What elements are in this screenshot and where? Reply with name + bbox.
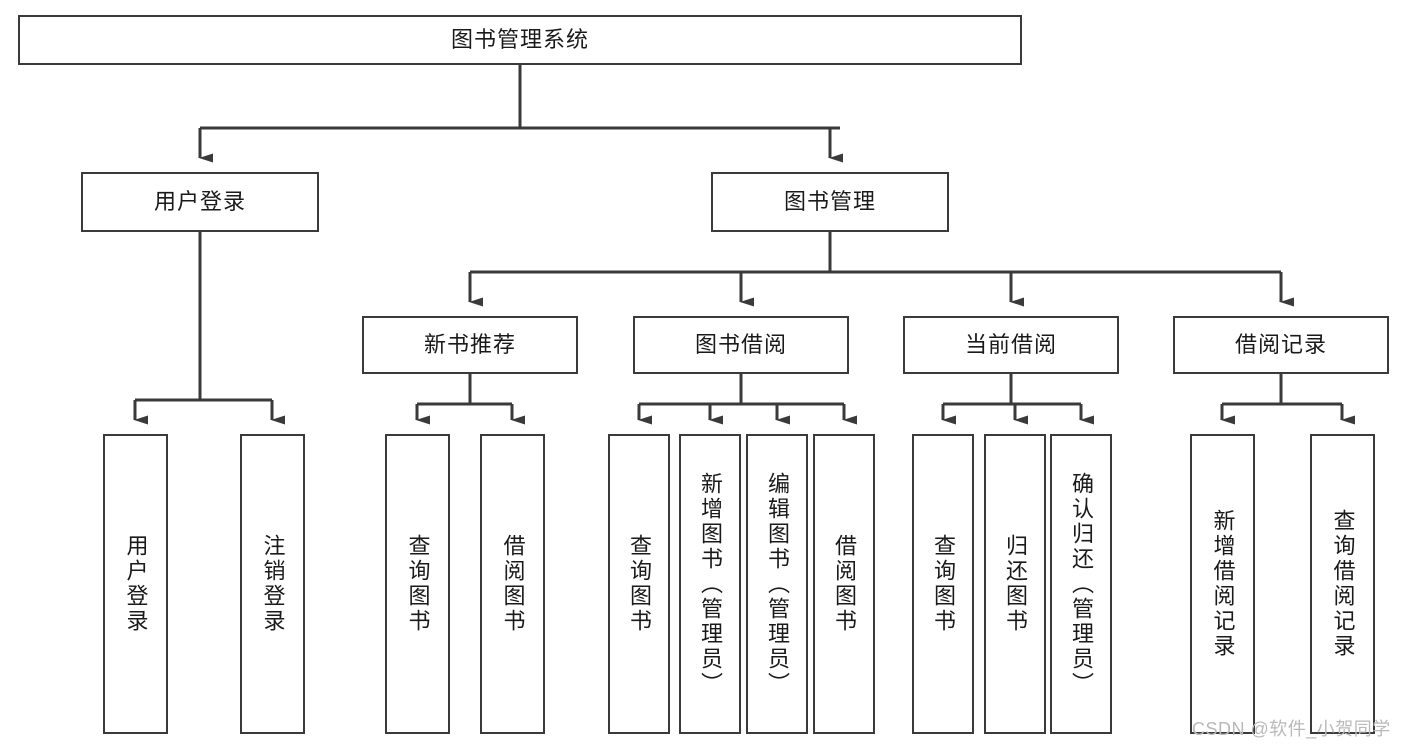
node-leaf-borrow-book-1[interactable]: 借阅图书 (480, 434, 545, 734)
node-leaf-add-book-label: 新增图书（管理员） (698, 471, 723, 697)
node-leaf-add-record[interactable]: 新增借阅记录 (1190, 434, 1255, 734)
node-leaf-query-record[interactable]: 查询借阅记录 (1310, 434, 1375, 734)
node-root-label: 图书管理系统 (450, 27, 589, 53)
node-book-manage[interactable]: 图书管理 (711, 172, 949, 232)
node-leaf-return-book[interactable]: 归还图书 (984, 434, 1046, 734)
node-leaf-user-logout-label: 注销登录 (260, 534, 286, 634)
node-user-login-label: 用户登录 (153, 189, 246, 215)
node-leaf-borrow-book-2-label: 借阅图书 (832, 534, 857, 634)
node-leaf-confirm-return[interactable]: 确认归还（管理员） (1050, 434, 1112, 734)
node-leaf-query-book-2[interactable]: 查询图书 (608, 434, 670, 734)
node-leaf-add-record-label: 新增借阅记录 (1210, 509, 1236, 659)
node-leaf-borrow-book-1-label: 借阅图书 (500, 534, 526, 634)
node-leaf-confirm-return-label: 确认归还（管理员） (1069, 471, 1094, 697)
csdn-watermark: CSDN @软件_小贺同学 (1192, 719, 1391, 739)
node-book-borrow-label: 图书借阅 (694, 332, 787, 358)
node-book-borrow[interactable]: 图书借阅 (633, 316, 849, 374)
node-book-manage-label: 图书管理 (783, 189, 876, 215)
node-leaf-query-record-label: 查询借阅记录 (1330, 509, 1356, 659)
node-leaf-user-login-label: 用户登录 (123, 534, 149, 634)
node-user-login[interactable]: 用户登录 (81, 172, 319, 232)
node-leaf-query-book-1[interactable]: 查询图书 (385, 434, 450, 734)
node-leaf-query-book-2-label: 查询图书 (627, 534, 652, 634)
node-leaf-edit-book[interactable]: 编辑图书（管理员） (746, 434, 808, 734)
node-leaf-query-book-3[interactable]: 查询图书 (912, 434, 974, 734)
node-current-borrow[interactable]: 当前借阅 (903, 316, 1119, 374)
node-leaf-user-logout[interactable]: 注销登录 (240, 434, 305, 734)
node-leaf-edit-book-label: 编辑图书（管理员） (765, 471, 790, 697)
node-leaf-user-login[interactable]: 用户登录 (103, 434, 168, 734)
node-borrow-record[interactable]: 借阅记录 (1173, 316, 1389, 374)
node-leaf-query-book-3-label: 查询图书 (931, 534, 956, 634)
node-leaf-borrow-book-2[interactable]: 借阅图书 (813, 434, 875, 734)
node-new-book-rec[interactable]: 新书推荐 (362, 316, 578, 374)
node-root[interactable]: 图书管理系统 (18, 15, 1022, 65)
node-leaf-return-book-label: 归还图书 (1003, 534, 1028, 634)
node-leaf-add-book[interactable]: 新增图书（管理员） (679, 434, 741, 734)
node-borrow-record-label: 借阅记录 (1234, 332, 1327, 358)
node-current-borrow-label: 当前借阅 (964, 332, 1057, 358)
node-new-book-rec-label: 新书推荐 (423, 332, 516, 358)
node-leaf-query-book-1-label: 查询图书 (405, 534, 431, 634)
